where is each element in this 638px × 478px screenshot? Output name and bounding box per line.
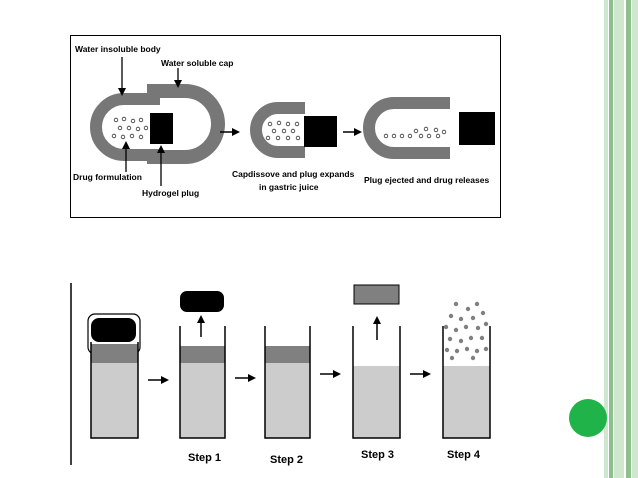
label-water-insoluble-body: Water insoluble body: [75, 44, 161, 54]
tube-stage-1: [179, 291, 226, 439]
plug-band-2: [265, 346, 310, 363]
side-decoration: [604, 0, 638, 478]
tube-walls-2: [264, 326, 311, 439]
ejected-plug-3: [459, 112, 495, 145]
capsule-2: [250, 102, 337, 158]
side-bar-light-2: [614, 0, 624, 478]
drug-granules-2: [265, 120, 301, 141]
soluble-cap-1: [147, 84, 225, 164]
insoluble-body-2: [250, 102, 305, 158]
side-bar-dark-1: [609, 0, 613, 478]
ejected-plug-band-3: [353, 284, 400, 305]
label-cap-dissolve-line2: in gastric juice: [259, 182, 319, 192]
side-bar-light-3: [632, 0, 638, 478]
fluid-0: [91, 363, 138, 438]
tube-stage-4: [442, 301, 491, 439]
label-step-1: Step 1: [188, 452, 221, 464]
label-drug-formulation: Drug formulation: [73, 172, 142, 182]
fluid-3: [353, 366, 400, 438]
tube-walls-4: [442, 326, 491, 439]
label-plug-ejected: Plug ejected and drug releases: [364, 175, 489, 185]
fluid-2: [265, 363, 310, 438]
drug-granules-1: [111, 116, 149, 140]
drug-granules-3: [383, 126, 447, 139]
plug-band-0: [91, 344, 138, 363]
fluid-1: [180, 363, 225, 438]
green-circle-decoration: [569, 399, 607, 437]
released-drug-particles: [443, 301, 489, 361]
capsule-3: [363, 97, 495, 159]
label-hydrogel-plug: Hydrogel plug: [142, 188, 199, 198]
label-water-soluble-cap: Water soluble cap: [161, 58, 233, 68]
label-step-4: Step 4: [447, 449, 481, 461]
insoluble-body-3: [363, 97, 450, 159]
cap-black-0: [91, 318, 136, 342]
side-bar-light-1: [604, 0, 608, 478]
tube-walls-3: [352, 326, 401, 439]
capsule-1: [90, 84, 225, 164]
tube-stage-0: [87, 313, 141, 439]
insoluble-body-1: [90, 93, 160, 161]
hydrogel-plug-1: [150, 113, 173, 144]
label-cap-dissolve-line1: Capdissove and plug expands: [232, 169, 355, 179]
label-step-2: Step 2: [270, 454, 303, 466]
ejected-cap-1: [180, 291, 224, 312]
expanded-plug-2: [304, 116, 337, 147]
top-diagram-frame: [70, 35, 501, 218]
fluid-4: [443, 366, 490, 438]
plug-band-1: [180, 346, 225, 363]
tube-stage-3: [352, 284, 401, 439]
tube-walls-0: [90, 342, 139, 439]
side-bar-dark-2: [626, 0, 631, 478]
label-step-3: Step 3: [361, 449, 394, 461]
tube-stage-2: [264, 326, 311, 439]
tube-walls-1: [179, 326, 226, 439]
